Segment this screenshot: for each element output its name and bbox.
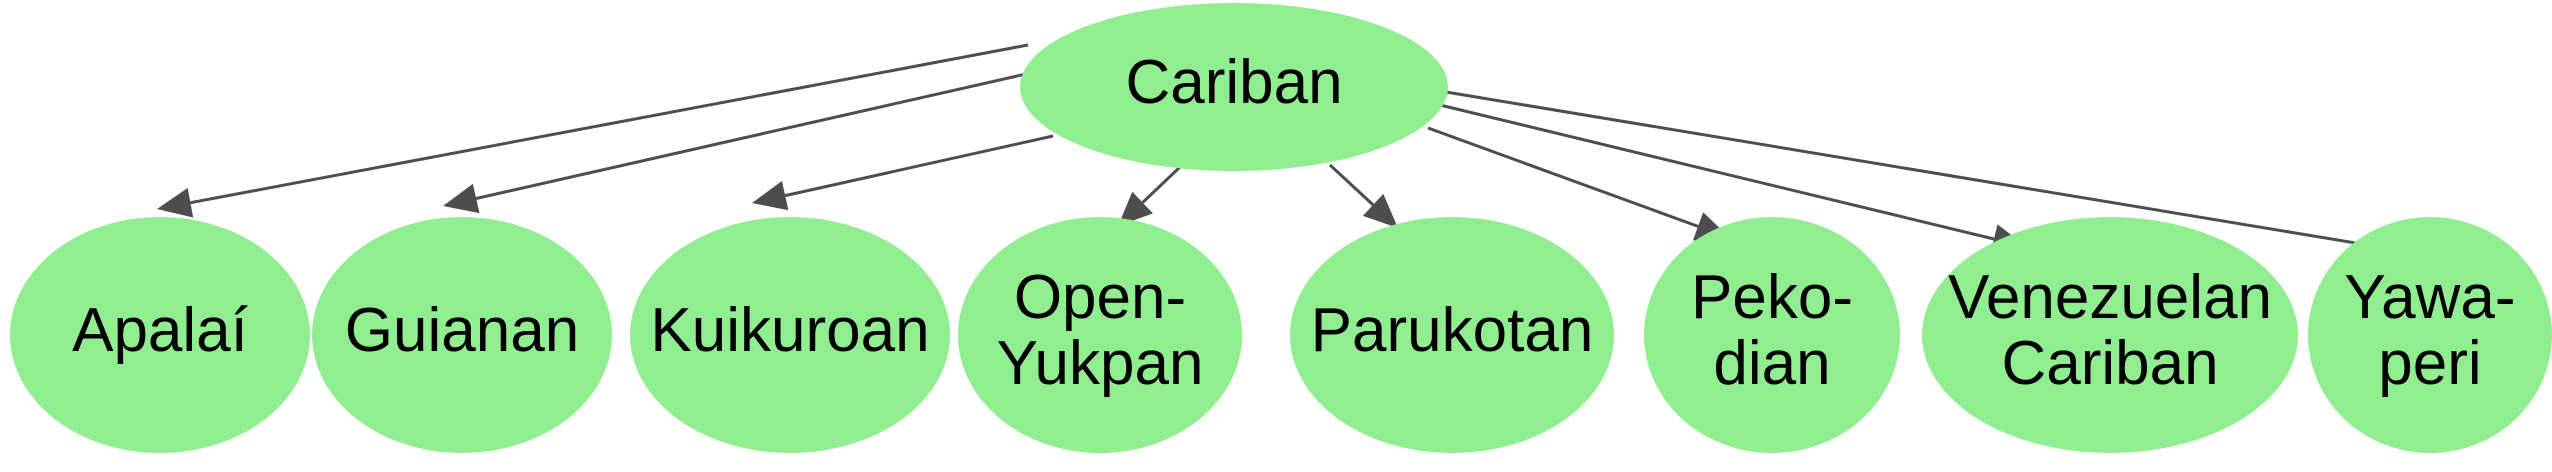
edge-cariban-to-pekodian-line	[1427, 126, 1699, 228]
node-guianan-label-line: Guianan	[345, 296, 579, 365]
node-kuikuroan-label-line: Kuikuroan	[650, 296, 929, 365]
node-guianan-label: Guianan	[345, 296, 579, 365]
node-open-yukpan-ellipse	[958, 217, 1242, 453]
edge-cariban-to-parukotan-arrowhead-icon	[1362, 193, 1398, 228]
node-venezuelan-cariban-label-line: Cariban	[2001, 330, 2218, 399]
node-kuikuroan-ellipse	[630, 217, 950, 453]
node-pekodian-label-line: Peko-	[1691, 263, 1853, 332]
node-open-yukpan-label-line: Open-	[1014, 263, 1186, 332]
node-parukotan-label-line: Parukotan	[1311, 296, 1594, 365]
node-parukotan[interactable]: Parukotan	[1290, 217, 1614, 453]
node-open-yukpan[interactable]: Open-Yukpan	[958, 217, 1242, 453]
node-apalai-ellipse	[10, 217, 310, 453]
edge-cariban-to-guianan	[443, 72, 1027, 214]
node-yawaperi-label-line: Yawa-	[2344, 263, 2515, 332]
node-venezuelan-cariban-ellipse	[1922, 217, 2298, 453]
edge-cariban-to-apalai	[157, 43, 1029, 218]
node-apalai-label-line: Apalaí	[72, 296, 248, 365]
node-pekodian-ellipse	[1644, 217, 1900, 453]
node-parukotan-ellipse	[1290, 217, 1614, 453]
node-yawaperi-ellipse	[2308, 217, 2552, 453]
node-cariban-ellipse	[1020, 3, 1448, 171]
edge-cariban-to-parukotan-line	[1328, 163, 1375, 206]
node-yawaperi-label-line: peri	[2378, 330, 2481, 399]
node-apalai[interactable]: Apalaí	[10, 217, 310, 453]
node-pekodian-label: Peko-dian	[1691, 263, 1853, 398]
edge-cariban-to-apalai-line	[190, 43, 1029, 205]
node-pekodian[interactable]: Peko-dian	[1644, 217, 1900, 453]
edge-cariban-to-open-yukpan-arrowhead-icon	[1118, 191, 1153, 226]
node-cariban[interactable]: Cariban	[1020, 3, 1448, 171]
node-cariban-label-line: Cariban	[1125, 48, 1342, 117]
edge-cariban-to-venezuelan-cariban-line	[1439, 103, 1995, 241]
edge-cariban-to-parukotan	[1328, 163, 1398, 228]
node-open-yukpan-label: Open-Yukpan	[997, 263, 1204, 398]
edge-cariban-to-kuikuroan-arrowhead-icon	[752, 180, 789, 211]
node-kuikuroan-label: Kuikuroan	[650, 296, 929, 365]
node-parukotan-label: Parukotan	[1311, 296, 1594, 365]
edge-cariban-to-open-yukpan-line	[1141, 165, 1182, 204]
edge-cariban-to-guianan-arrowhead-icon	[443, 183, 480, 214]
node-cariban-label: Cariban	[1125, 48, 1342, 117]
node-guianan-ellipse	[312, 217, 612, 453]
node-pekodian-label-line: dian	[1713, 330, 1830, 399]
edge-cariban-to-kuikuroan-line	[784, 134, 1054, 198]
node-yawaperi-label: Yawa-peri	[2344, 263, 2515, 398]
node-kuikuroan[interactable]: Kuikuroan	[630, 217, 950, 453]
edge-cariban-to-yawaperi-line	[1445, 90, 2377, 248]
node-venezuelan-cariban-label-line: Venezuelan	[1948, 263, 2272, 332]
edge-cariban-to-kuikuroan	[752, 134, 1054, 211]
edge-cariban-to-guianan-line	[475, 72, 1027, 200]
edge-cariban-to-apalai-arrowhead-icon	[157, 187, 194, 218]
node-guianan[interactable]: Guianan	[312, 217, 612, 453]
node-open-yukpan-label-line: Yukpan	[997, 330, 1204, 399]
edge-cariban-to-open-yukpan	[1118, 165, 1182, 226]
node-apalai-label: Apalaí	[72, 296, 248, 365]
node-yawaperi[interactable]: Yawa-peri	[2308, 217, 2552, 453]
